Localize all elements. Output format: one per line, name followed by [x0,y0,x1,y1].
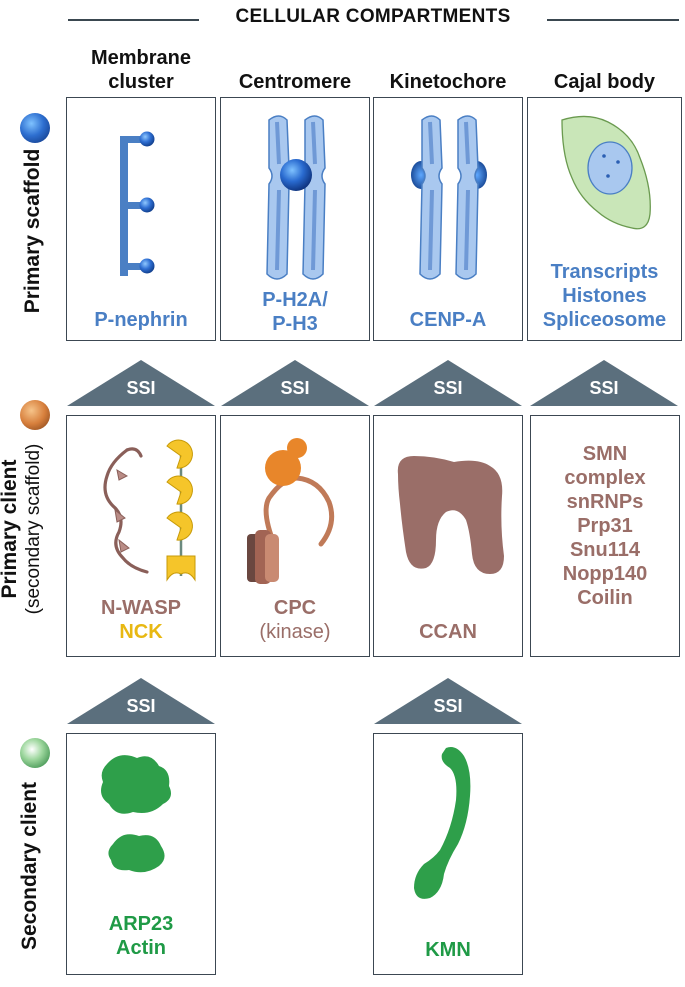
label-kinase: (kinase) [259,621,331,643]
ssi-arrow-cajal-1: SSI [530,360,678,406]
primary-scaffold-ball-icon [20,113,50,143]
label-ccan: CCAN [419,621,477,643]
label-kmn: KMN [425,939,471,961]
ssi-arrow-membrane-2: SSI [67,678,215,724]
box-membrane-secondary: ARP23 Actin [66,733,216,975]
ssi-arrow-centromere-1: SSI [221,360,369,406]
ssi-arrow-kinetochore-1: SSI [374,360,522,406]
row-label-primary-scaffold: Primary scaffold [21,148,44,314]
label-cajal-client: SMN complex snRNPs Prp31 Snu114 Nopp140 … [562,443,648,609]
ssi-arrow-kinetochore-2: SSI [374,678,522,724]
chromosome-kinetochore-icon [411,115,487,280]
box-kinetochore-secondary: KMN [373,733,523,975]
label-cpc: CPC [273,597,317,619]
box-cajal-client: SMN complex snRNPs Prp31 Snu114 Nopp140 … [530,415,680,657]
box-membrane-scaffold: P-nephrin [66,97,216,341]
ssi-label: SSI [589,378,619,398]
column-head-kinetochore: Kinetochore [389,71,507,93]
kmn-icon [414,747,471,899]
arp23-actin-icon [101,755,171,873]
box-centromere-scaffold: P-H2A/ P-H3 [220,97,370,341]
cell-nucleus-icon [561,115,651,230]
column-head-cajal-body: Cajal body [553,71,656,93]
title-line-right [547,19,679,21]
ssi-arrow-membrane-1: SSI [67,360,215,406]
secondary-client-ball-icon [20,738,50,768]
box-kinetochore-client: CCAN [373,415,523,657]
page-title: CELLULAR COMPARTMENTS [235,6,511,27]
ccan-icon [397,456,504,574]
ssi-label: SSI [433,378,463,398]
label-cajal-scaffold: Transcripts Histones Spliceosome [542,261,667,331]
label-p-nephrin: P-nephrin [94,309,188,331]
chromosome-icon [266,115,326,280]
column-head-membrane-cluster: Membrane cluster [90,47,192,93]
cpc-kinase-icon [247,438,335,584]
label-p-h2a-p-h3: P-H2A/ P-H3 [262,289,328,335]
n-wasp-nck-icon [103,439,196,582]
row-label-secondary-client: Secondary client [18,781,41,951]
title-line-left [68,19,199,21]
box-membrane-client: N-WASP NCK [66,415,216,657]
ssi-label: SSI [126,378,156,398]
nephrin-icon [120,131,155,276]
label-arp23-actin: ARP23 Actin [108,913,174,959]
box-centromere-client: CPC (kinase) [220,415,370,657]
label-cenp-a: CENP-A [409,309,487,331]
box-kinetochore-scaffold: CENP-A [373,97,523,341]
label-nck: NCK [119,621,163,643]
box-cajal-scaffold: Transcripts Histones Spliceosome [527,97,682,341]
ssi-label: SSI [433,696,463,716]
label-n-wasp: N-WASP [101,597,181,619]
ssi-label: SSI [280,378,310,398]
row-label-primary-client-sub: (secondary scaffold) [23,443,44,615]
column-head-centromere: Centromere [238,71,352,93]
primary-client-ball-icon [20,400,50,430]
row-label-primary-client-main: Primary client [0,459,21,599]
ssi-label: SSI [126,696,156,716]
row-label-primary-client: Primary client (secondary scaffold) [0,419,46,639]
